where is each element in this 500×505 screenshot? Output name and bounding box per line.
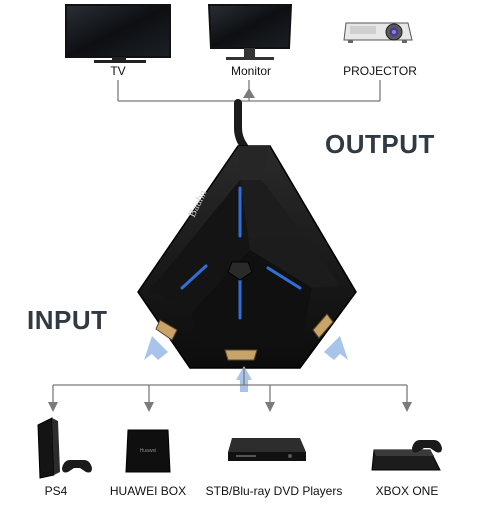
- input-arrow-heads: [48, 402, 412, 412]
- projector-icon: [343, 22, 413, 43]
- led-indicator-lines: [180, 186, 302, 320]
- output-label-projector: PROJECTOR: [343, 64, 417, 78]
- svg-text:Huawei: Huawei: [140, 448, 157, 454]
- xbox-console-icon: [371, 440, 442, 471]
- center-switch-button: [227, 261, 253, 281]
- output-heading: OUTPUT: [325, 129, 435, 159]
- hdmi-ports: [155, 313, 334, 361]
- dvd-player-icon: [228, 438, 306, 461]
- output-arrow-head: [243, 88, 255, 98]
- input-label-xbox-one: XBOX ONE: [375, 484, 439, 498]
- input-arrow-right: [324, 336, 348, 360]
- input-label-dvd-players: STB/Blu-ray DVD Players: [205, 484, 343, 498]
- monitor-icon: [207, 4, 293, 60]
- tv-icon: [65, 4, 171, 63]
- ps4-console-icon: [37, 417, 92, 479]
- output-label-tv: TV: [110, 64, 126, 78]
- input-heading: INPUT: [27, 305, 108, 335]
- input-arrow-left: [144, 336, 168, 360]
- tv-box-icon: Huawei: [125, 429, 171, 473]
- output-label-monitor: Monitor: [230, 64, 272, 78]
- input-connector-lines: [52, 368, 408, 410]
- hdmi-switch-device: [137, 145, 357, 369]
- input-label-huawei-box: HUAWEI BOX: [109, 484, 187, 498]
- input-label-ps4: PS4: [44, 484, 68, 498]
